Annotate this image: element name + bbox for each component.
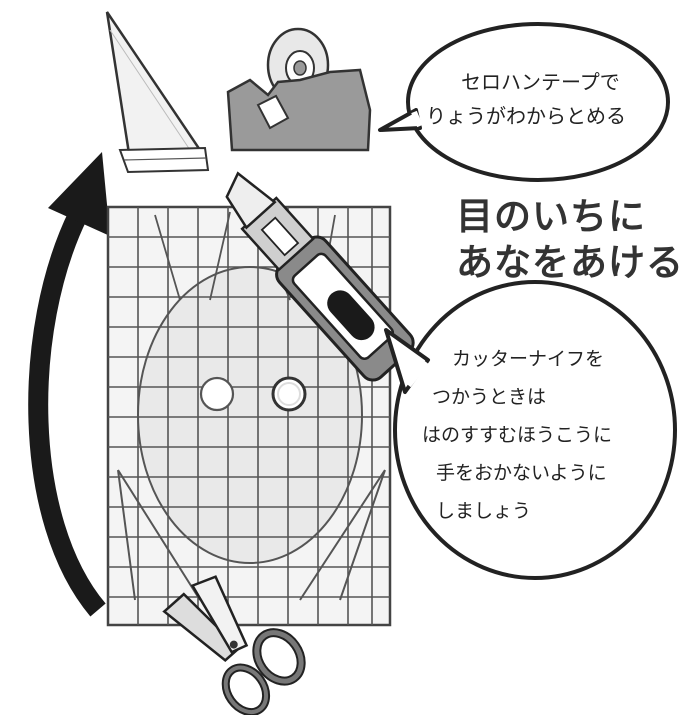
cutter-bubble-line-4: 手をおかないように — [436, 462, 607, 484]
tape-bubble-line-1: セロハンテープで — [461, 70, 620, 94]
scissors-icon — [162, 575, 306, 715]
title-line-1: 目のいちに — [456, 195, 646, 238]
tape-dispenser-icon — [226, 27, 372, 152]
cutter-speech-bubble — [384, 280, 677, 580]
paper-cone-icon — [105, 11, 210, 174]
curved-arrow-icon — [28, 152, 110, 617]
cutter-bubble-line-3: はのすすむほうこうに — [422, 424, 613, 446]
cutter-bubble-line-2: つかうときは — [432, 386, 547, 408]
title-line-2: あなをあける — [456, 241, 683, 284]
tape-bubble-line-2: りょうがわからとめる — [426, 104, 626, 128]
tape-speech-bubble — [378, 22, 670, 182]
cutter-bubble-line-5: しましょう — [436, 500, 532, 522]
cutter-bubble-line-1: カッターナイフを — [452, 348, 605, 370]
